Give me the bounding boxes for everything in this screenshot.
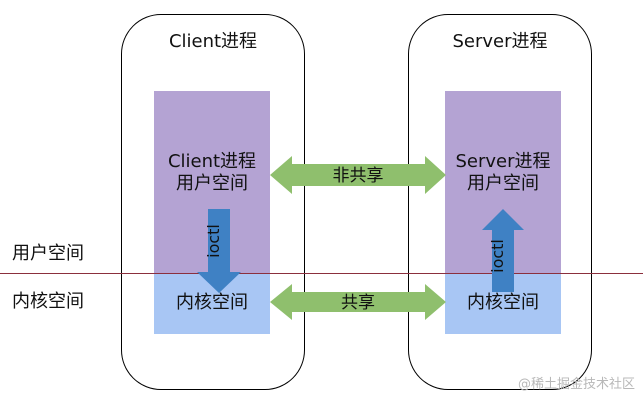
client-ioctl-arrow: [197, 209, 241, 293]
server-process-title: Server进程: [452, 31, 548, 52]
client-user-space-label: Client进程 用户空间: [167, 151, 257, 194]
server-ioctl-label: ioctl: [488, 239, 507, 273]
user-kernel-divider: [0, 273, 643, 274]
server-kernel-space-label: 内核空间: [467, 292, 539, 313]
server-ioctl-arrow: [482, 209, 524, 292]
user-space-side-label: 用户空间: [12, 243, 84, 264]
kernel-space-side-label: 内核空间: [12, 291, 84, 312]
client-process-title: Client进程: [168, 31, 258, 52]
shared-label: 共享: [341, 293, 375, 313]
client-ioctl-label: ioctl: [204, 224, 223, 258]
server-user-space-label: Server进程 用户空间: [455, 151, 551, 194]
non-shared-label: 非共享: [333, 166, 384, 186]
shared-arrow: [270, 284, 446, 320]
non-shared-arrow: [270, 156, 446, 194]
watermark-text: @稀土掘金技术社区: [517, 377, 635, 392]
client-kernel-space-label: 内核空间: [176, 292, 248, 313]
